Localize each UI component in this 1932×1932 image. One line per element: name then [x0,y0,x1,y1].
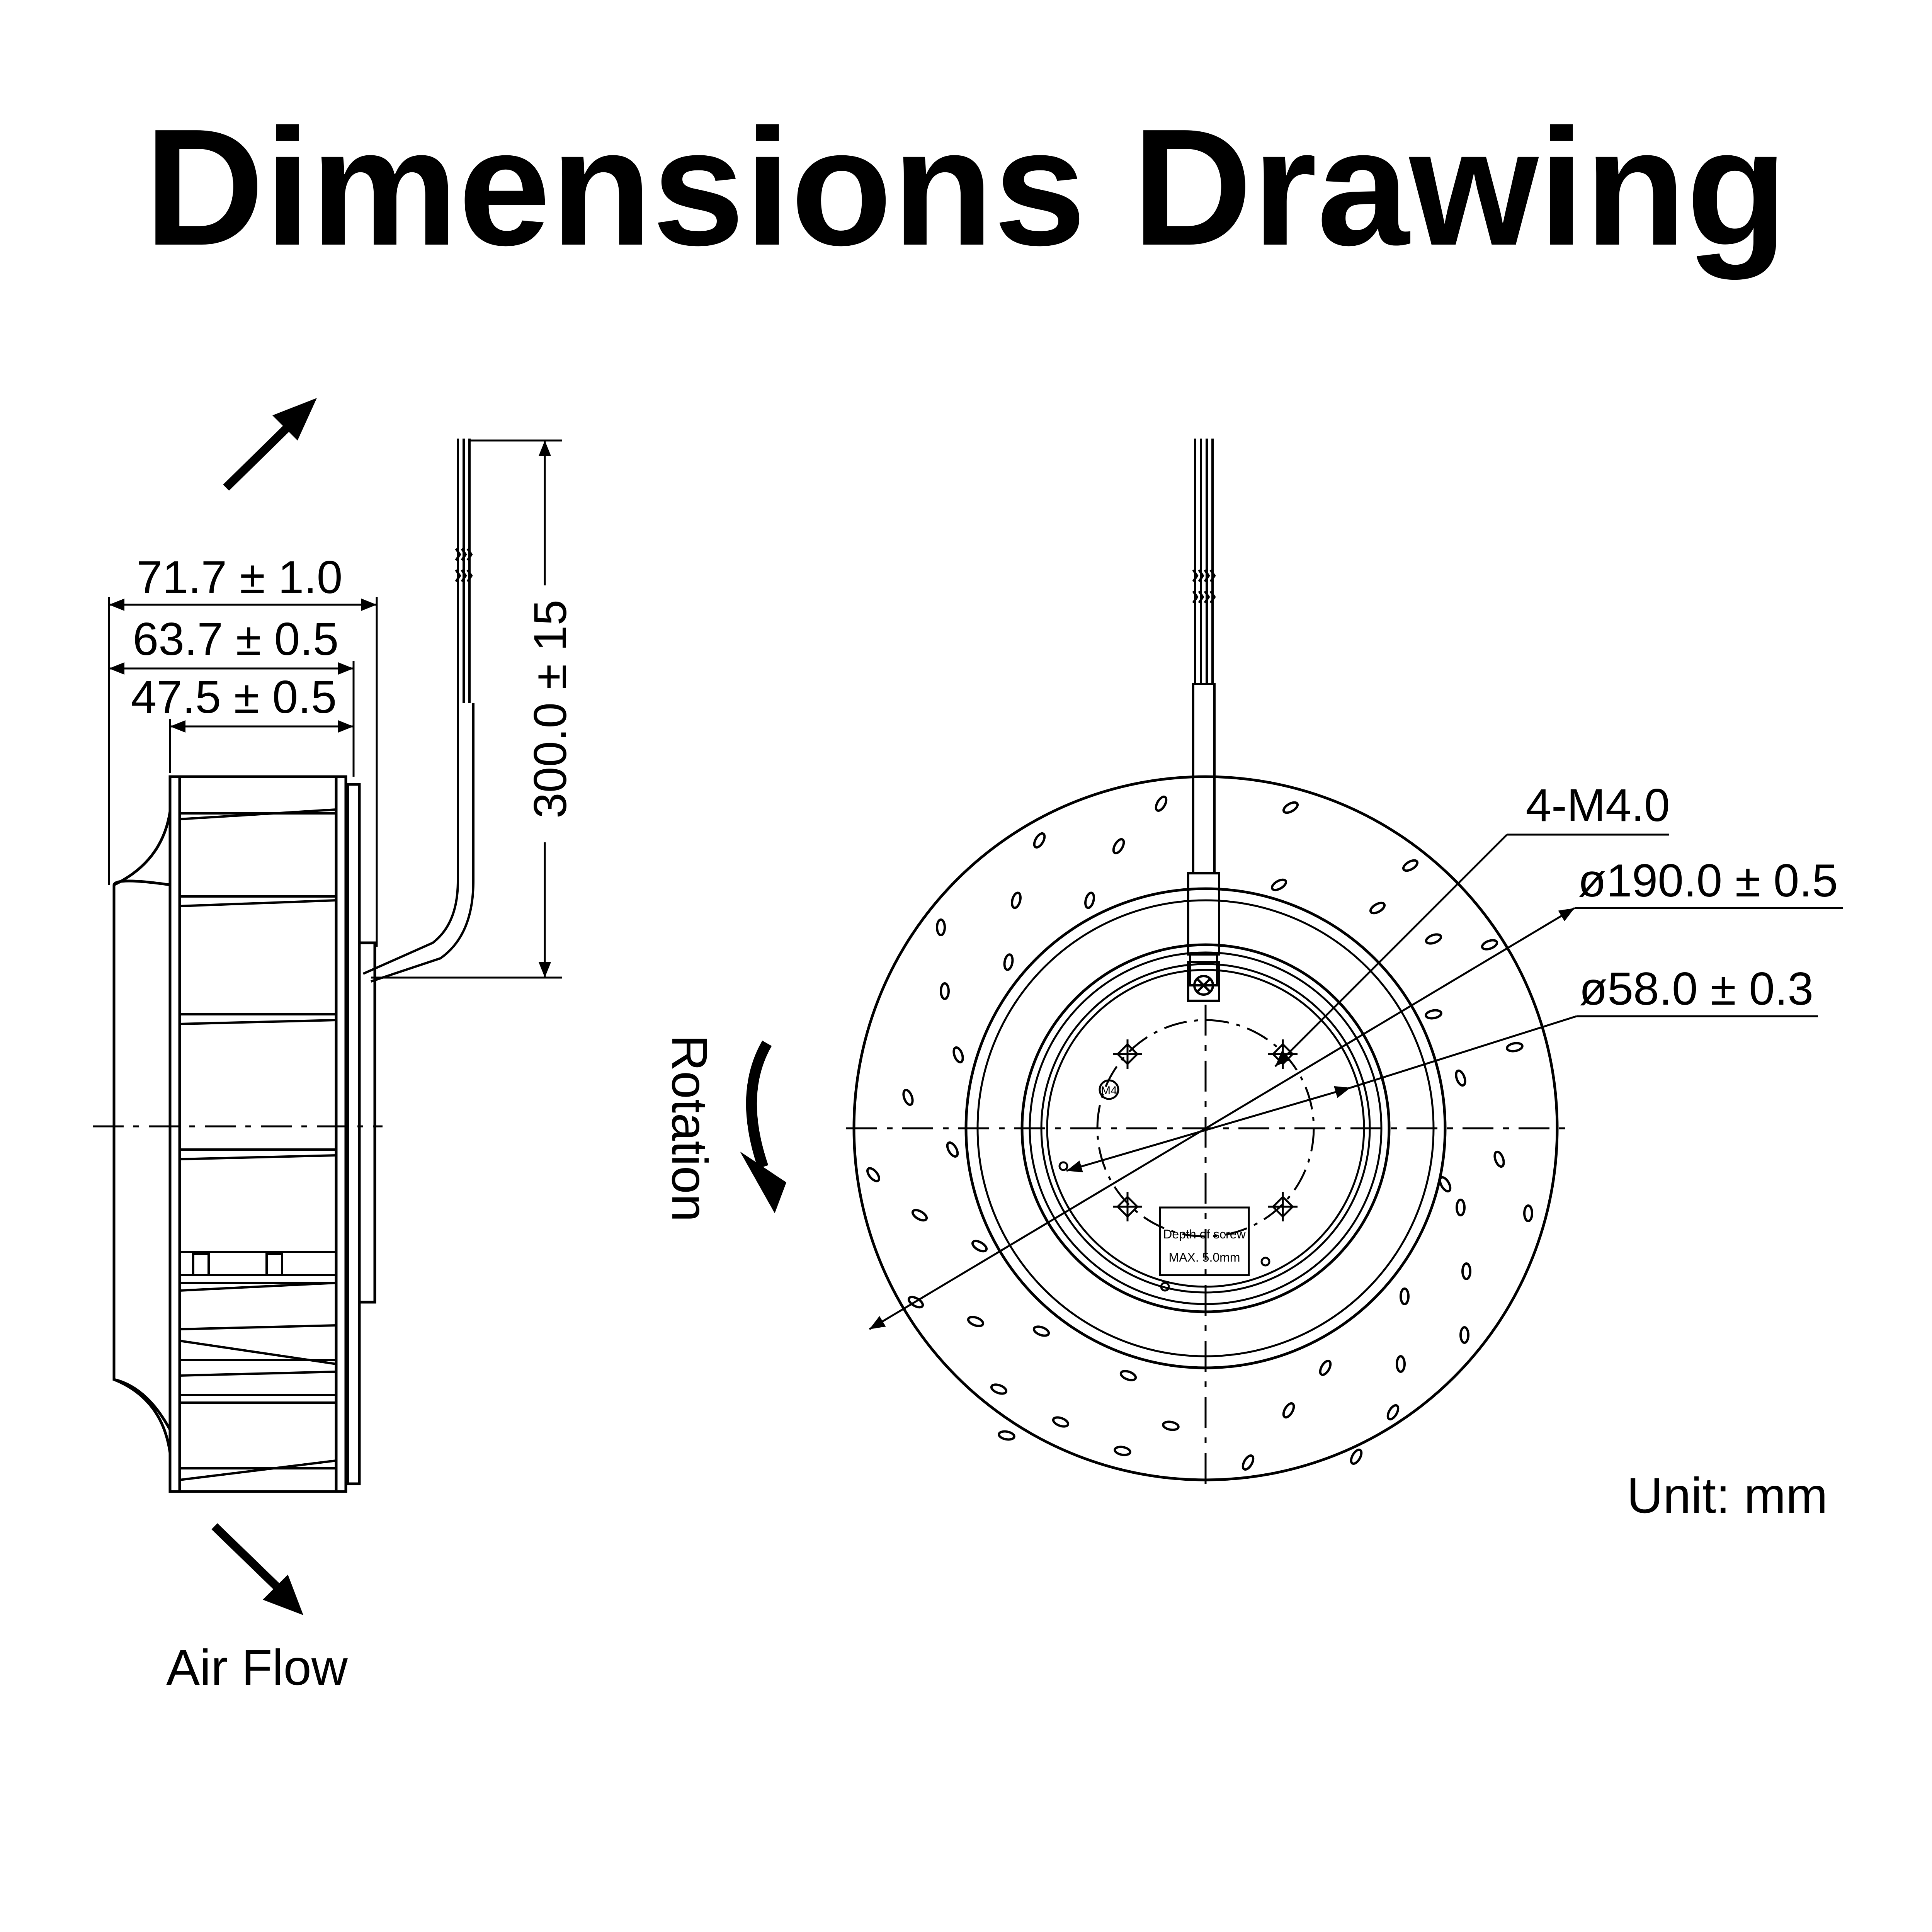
mounting-hole-tag: M4 [1101,1084,1117,1097]
cable-front [1187,439,1220,1002]
outer-diameter-label: ø190.0 ± 0.5 [1578,855,1838,906]
fan-housing-side [112,775,376,1493]
overall-width-label: 71.7 ± 1.0 [137,551,343,603]
label-box [1159,1206,1250,1276]
cable-side [362,439,474,983]
impeller-blades [179,808,337,1481]
unit-label: Unit: mm [1627,1467,1828,1524]
dimension-lines [108,439,562,979]
airflow-label: Air Flow [166,1639,348,1696]
cable-length-label: 300.0 ± 15 [524,600,576,818]
airflow-arrow-up-icon [223,398,317,491]
housing-width-label: 63.7 ± 0.5 [133,613,339,665]
rotation-arrow-icon [740,1041,786,1213]
side-view [93,398,562,1615]
front-view [740,439,1843,1488]
impeller-width-label: 47.5 ± 0.5 [131,671,337,723]
dimension-leaders [869,833,1843,1330]
label-box-line-1: Depth of screw [1163,1227,1246,1241]
airflow-arrow-down-icon [211,1523,303,1615]
hub-diameter-label: ø58.0 ± 0.3 [1579,963,1813,1015]
rotation-label: Rotation [662,1035,718,1222]
screw-callout-label: 4-M4.0 [1526,779,1670,831]
page-title: Dimensions Drawing [144,95,1788,280]
label-box-line-2: MAX. 5.0mm [1169,1250,1240,1264]
